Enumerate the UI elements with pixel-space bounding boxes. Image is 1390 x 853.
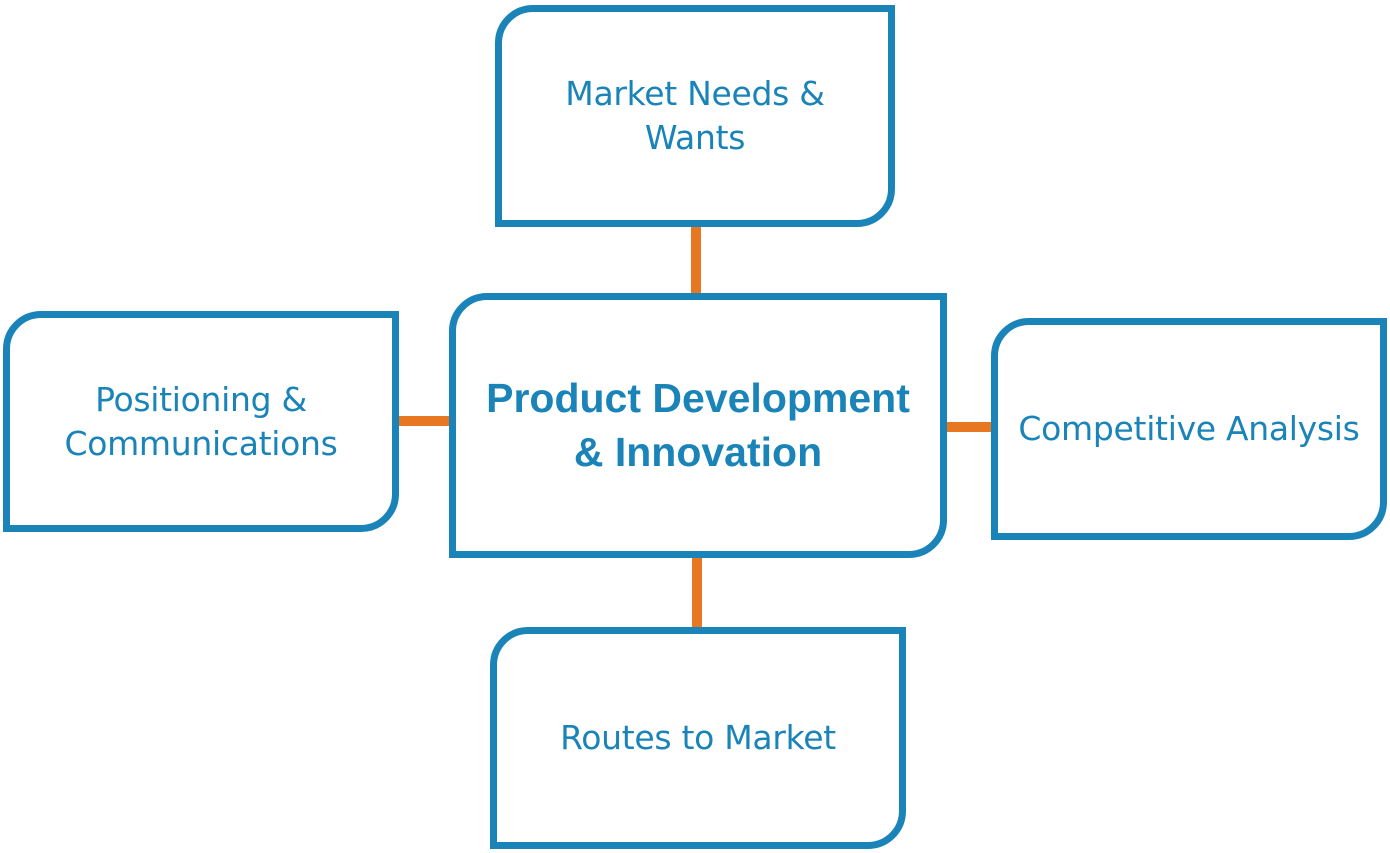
node-market-needs-label: Market Needs & Wants [565,74,825,157]
node-positioning: Positioning & Communications [3,311,399,532]
node-product-development-label: Product Development & Innovation [486,375,910,475]
node-routes-to-market-label: Routes to Market [560,718,836,758]
node-routes-to-market: Routes to Market [490,627,906,849]
node-market-needs: Market Needs & Wants [495,5,895,227]
node-positioning-label: Positioning & Communications [64,379,338,463]
connector-top [691,225,701,295]
connector-bottom [692,556,702,629]
node-competitive-analysis: Competitive Analysis [991,318,1387,540]
connector-right [945,422,993,432]
node-competitive-analysis-label: Competitive Analysis [1018,409,1360,449]
node-product-development: Product Development & Innovation [449,293,947,558]
connector-left [397,416,451,426]
